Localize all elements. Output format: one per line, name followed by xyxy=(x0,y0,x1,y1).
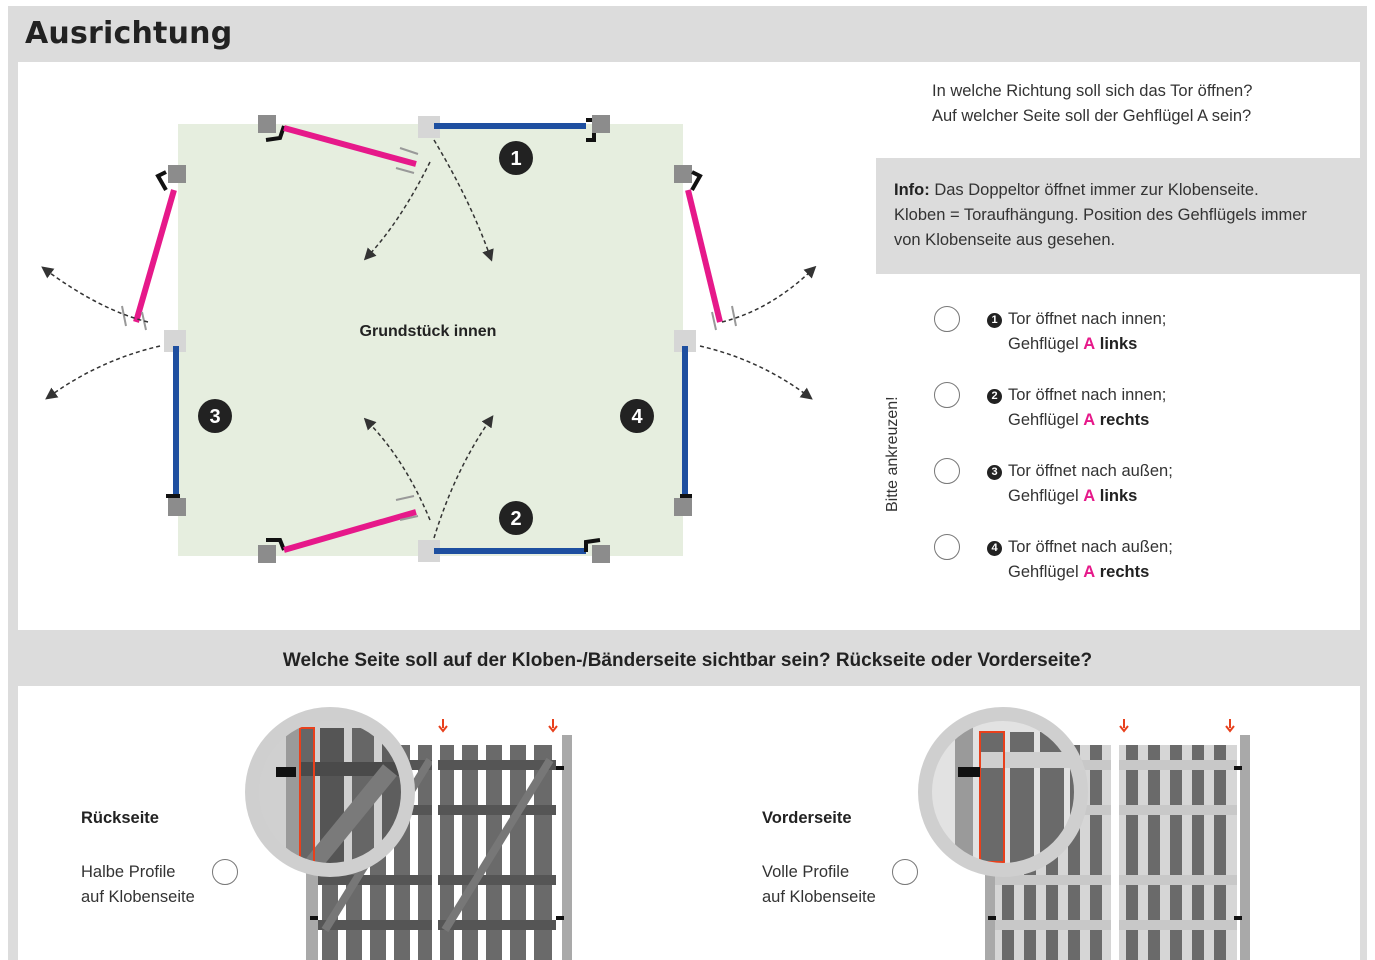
front-side-radio[interactable] xyxy=(892,859,918,885)
back-side-desc: Halbe Profile auf Klobenseite xyxy=(81,860,195,910)
option-3-letter: A xyxy=(1083,487,1096,505)
question-text: In welche Richtung soll sich das Tor öff… xyxy=(932,79,1252,129)
back-side-radio[interactable] xyxy=(212,859,238,885)
option-3-text: Tor öffnet nach außen; xyxy=(1008,462,1173,480)
option-2-text: Tor öffnet nach innen; xyxy=(1008,386,1167,404)
info-line-2: Kloben = Toraufhängung. Position des Geh… xyxy=(894,206,1307,224)
option-1-text: Tor öffnet nach innen; xyxy=(1008,310,1167,328)
option-3-side: links xyxy=(1099,487,1138,505)
front-side-line-2: auf Klobenseite xyxy=(762,888,876,906)
gate-1 xyxy=(258,115,610,262)
gate-3 xyxy=(41,165,186,516)
info-line-1: Das Doppeltor öffnet immer zur Klobensei… xyxy=(929,181,1259,199)
option-2-prefix: Gehflügel xyxy=(1008,411,1084,429)
gate-number-1: 1 xyxy=(510,148,521,170)
option-1-letter: A xyxy=(1083,335,1096,353)
option-4-text: Tor öffnet nach außen; xyxy=(1008,538,1173,556)
gate-4 xyxy=(674,165,817,516)
option-1-prefix: Gehflügel xyxy=(1008,335,1084,353)
area-label: Grundstück innen xyxy=(360,323,497,340)
option-radio-4[interactable] xyxy=(934,534,960,560)
option-2: 2 Tor öffnet nach innen; Gehflügel A rech… xyxy=(987,383,1166,433)
option-4-prefix: Gehflügel xyxy=(1008,563,1084,581)
option-number-2: 2 xyxy=(987,389,1002,404)
option-2-letter: A xyxy=(1083,411,1096,429)
option-4: 4 Tor öffnet nach außen; Gehflügel A rech… xyxy=(987,535,1173,585)
option-radio-3[interactable] xyxy=(934,458,960,484)
option-radio-1[interactable] xyxy=(934,306,960,332)
gate-number-2: 2 xyxy=(510,508,521,530)
gate-number-4: 4 xyxy=(631,406,643,428)
back-side-line-2: auf Klobenseite xyxy=(81,888,195,906)
property-area xyxy=(178,124,683,556)
option-number-1: 1 xyxy=(987,313,1002,328)
gate-2 xyxy=(258,415,610,563)
info-label: Info: xyxy=(894,181,930,199)
front-side-line-1: Volle Profile xyxy=(762,863,850,881)
option-4-side: rechts xyxy=(1099,563,1150,581)
option-number-3: 3 xyxy=(987,465,1002,480)
info-text: Info: Das Doppeltor öffnet immer zur Klo… xyxy=(894,178,1344,253)
info-line-3: von Klobenseite aus gesehen. xyxy=(894,231,1116,249)
option-2-side: rechts xyxy=(1099,411,1150,429)
vertical-label: Bitte ankreuzen! xyxy=(884,396,901,512)
question-line-1: In welche Richtung soll sich das Tor öff… xyxy=(932,82,1253,100)
option-1-side: links xyxy=(1099,335,1138,353)
front-side-desc: Volle Profile auf Klobenseite xyxy=(762,860,876,910)
back-side-title: Rückseite xyxy=(81,809,159,827)
option-3-prefix: Gehflügel xyxy=(1008,487,1084,505)
section-question: Welche Seite soll auf der Kloben-/Bänder… xyxy=(282,650,1093,671)
gate-number-3: 3 xyxy=(209,406,220,428)
question-line-2: Auf welcher Seite soll der Gehflügel A s… xyxy=(932,107,1252,125)
option-number-4: 4 xyxy=(987,541,1002,556)
option-3: 3 Tor öffnet nach außen; Gehflügel A link… xyxy=(987,459,1173,509)
option-1: 1 Tor öffnet nach innen; Gehflügel A link… xyxy=(987,307,1166,357)
option-4-letter: A xyxy=(1083,563,1096,581)
option-radio-2[interactable] xyxy=(934,382,960,408)
info-box xyxy=(876,158,1360,274)
front-side-title: Vorderseite xyxy=(762,809,852,827)
page-title: Ausrichtung xyxy=(25,16,233,51)
back-side-line-1: Halbe Profile xyxy=(81,863,176,881)
